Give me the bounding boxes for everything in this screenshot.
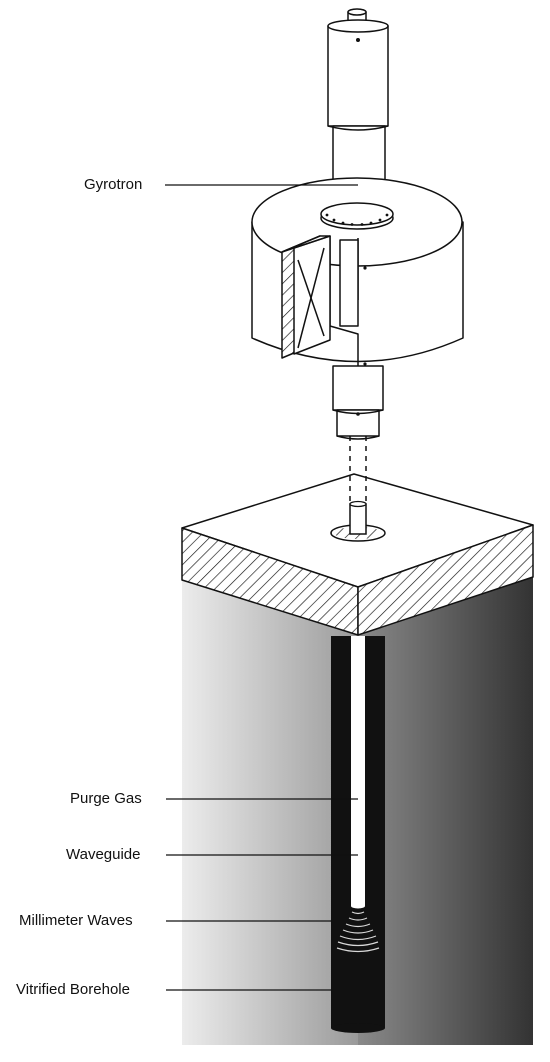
rock-left-face [182, 580, 358, 1045]
waveguide-label: Waveguide [66, 846, 141, 863]
leader-lines [165, 184, 358, 991]
rock-column [182, 577, 533, 1045]
gyrotron-assembly [251, 8, 464, 440]
waveguide-pipe [351, 636, 365, 909]
gyrotron-label: Gyrotron [84, 176, 143, 193]
vitrified-borehole-label: Vitrified Borehole [16, 981, 130, 998]
slab-hole [330, 500, 386, 542]
slab-right-face [357, 524, 534, 636]
purge-gas-label: Purge Gas [70, 790, 142, 807]
alignment-dashes [349, 436, 367, 504]
millimeter-waves-label: Millimeter Waves [19, 912, 133, 929]
rock-right-face [358, 577, 533, 1045]
millimeter-waves-symbol [336, 911, 380, 953]
